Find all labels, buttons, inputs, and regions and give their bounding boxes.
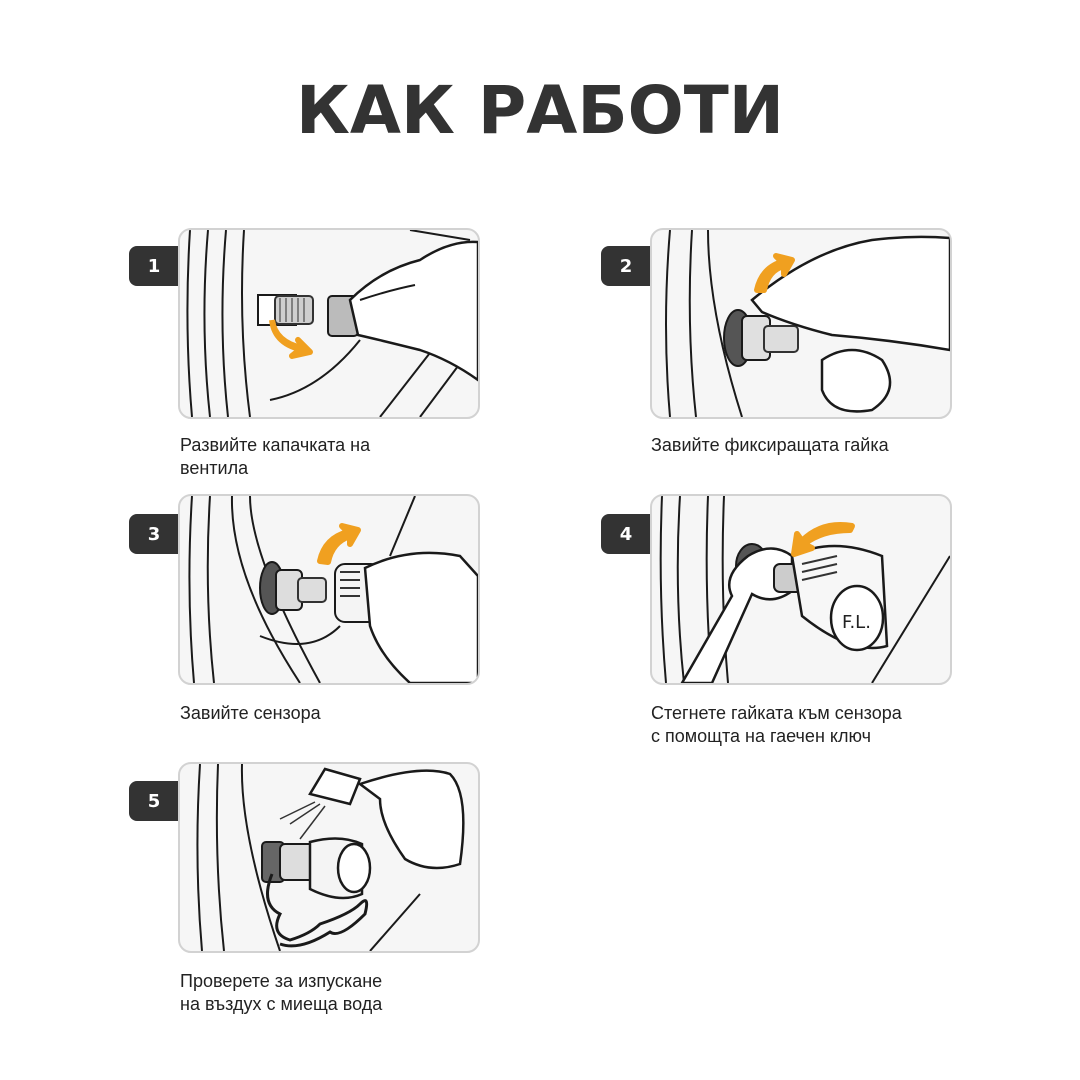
screw-fixing-nut-illustration bbox=[665, 230, 950, 417]
step-caption: Завийте фиксиращата гайка bbox=[651, 435, 889, 455]
screw-sensor-illustration bbox=[188, 496, 478, 683]
unscrew-valve-cap-illustration bbox=[186, 230, 478, 417]
step-number-badge: 2 bbox=[601, 246, 651, 286]
step-illustration-card: F.L. bbox=[650, 494, 952, 685]
step-caption: Проверете за изпускане на въздух с миеща… bbox=[180, 971, 383, 1014]
leak-check-soapy-water-illustration bbox=[196, 764, 465, 951]
step-illustration-card bbox=[178, 228, 480, 419]
step-caption: Завийте сензора bbox=[180, 703, 321, 723]
step-illustration-card bbox=[650, 228, 952, 419]
svg-text:F.L.: F.L. bbox=[842, 612, 871, 633]
page-title: КАК РАБОТИ bbox=[295, 72, 785, 149]
step-number-badge: 1 bbox=[129, 246, 179, 286]
step-number-badge: 3 bbox=[129, 514, 179, 554]
step-number-badge: 4 bbox=[601, 514, 651, 554]
step-illustration-card bbox=[178, 762, 480, 953]
step-illustration-card bbox=[178, 494, 480, 685]
tighten-nut-wrench-illustration: F.L. bbox=[659, 496, 950, 683]
step-number-badge: 5 bbox=[129, 781, 179, 821]
step-caption: Стегнете гайката към сензора с помощта н… bbox=[651, 703, 902, 746]
step-caption: Развийте капачката на вентила bbox=[180, 435, 371, 478]
